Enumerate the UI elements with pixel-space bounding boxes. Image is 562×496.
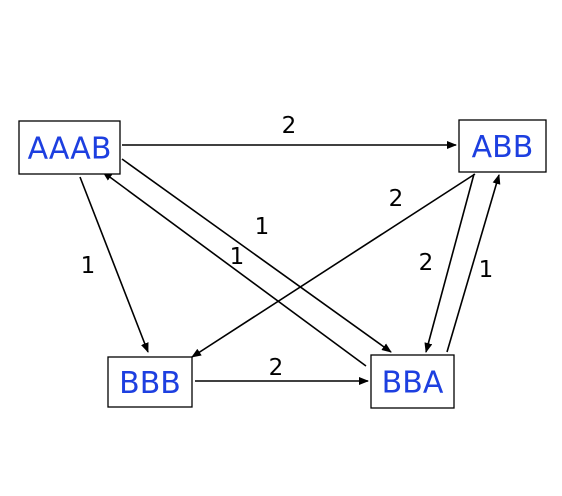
node-label-bbb: BBB [119,366,181,401]
node-aaab: AAAB [18,120,121,175]
edge-label-bbb-to-bba: 2 [269,355,284,381]
node-box-abb [458,119,547,173]
node-label-abb: ABB [472,130,534,165]
edge-bba-to-abb [446,174,501,353]
edge-aaab-to-bba [121,158,392,353]
node-abb: ABB [458,119,547,173]
edge-label-aaab-to-bba: 1 [255,214,270,240]
edge-label-bba-to-aaab: 1 [230,244,245,270]
node-bba: BBA [370,354,455,409]
node-box-bbb [107,356,193,408]
edge-label-abb-to-bbb: 2 [389,186,404,212]
edge-bba-to-aaab [102,171,367,367]
node-box-bba [370,354,455,409]
edge-label-aaab-to-abb: 2 [282,113,297,139]
node-label-bba: BBA [382,366,444,401]
edge-label-abb-to-bba: 2 [419,250,434,276]
edge-label-bba-to-abb: 1 [479,257,494,283]
edge-abb-to-bba [424,173,475,353]
node-bbb: BBB [107,356,193,408]
node-label-aaab: AAAB [28,132,112,167]
edge-label-aaab-to-bbb: 1 [81,253,96,279]
node-box-aaab [18,120,121,175]
edge-aaab-to-bbb [79,176,149,353]
edge-abb-to-bbb [191,173,476,358]
